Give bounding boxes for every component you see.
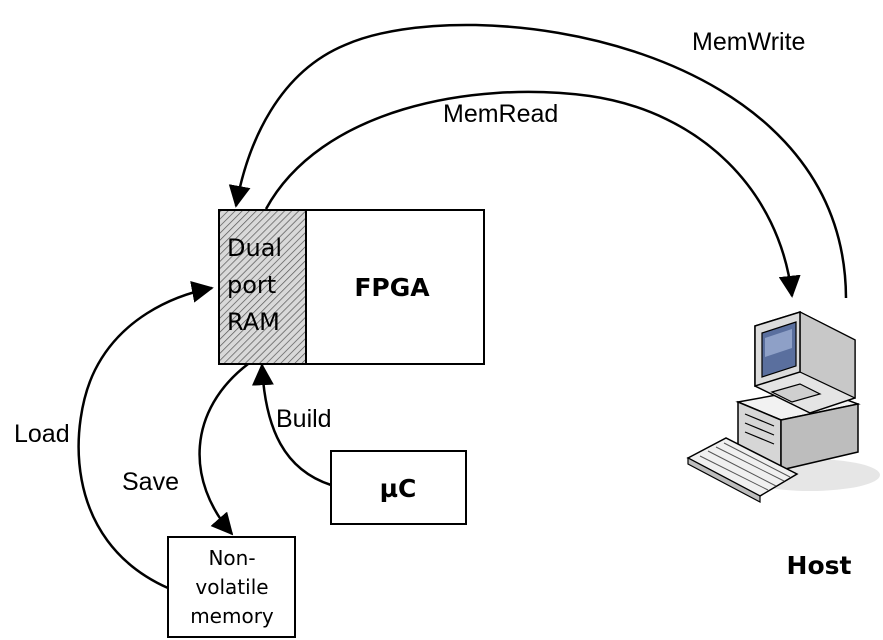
load-label: Load: [14, 420, 70, 448]
save-arrow: [198, 363, 249, 536]
load-arrow: [77, 280, 214, 590]
ram-label-line2: port: [227, 271, 276, 299]
build-label: Build: [276, 405, 332, 433]
nvm-label-line1: Non-: [208, 546, 255, 570]
nvm-label-line2: volatile: [195, 575, 268, 599]
fpga-block: Dual port RAM FPGA: [218, 209, 485, 365]
nvm-label-line3: memory: [190, 604, 274, 628]
memwrite-arrow: [228, 23, 848, 299]
uc-block: µC: [330, 450, 467, 525]
memwrite-label: MemWrite: [692, 28, 805, 56]
nvm-block: Non- volatile memory: [167, 536, 296, 638]
fpga-label: FPGA: [354, 273, 430, 302]
host-computer-icon: [686, 310, 880, 503]
ram-label-line3: RAM: [227, 308, 280, 336]
ram-label-line1: Dual: [227, 234, 282, 262]
save-label: Save: [122, 468, 179, 496]
dual-port-ram: [218, 209, 307, 365]
memread-arrow: [264, 90, 801, 298]
host-label: Host: [787, 551, 852, 580]
build-arrow: [251, 363, 332, 487]
uc-label: µC: [380, 474, 417, 503]
memread-label: MemRead: [443, 100, 558, 128]
